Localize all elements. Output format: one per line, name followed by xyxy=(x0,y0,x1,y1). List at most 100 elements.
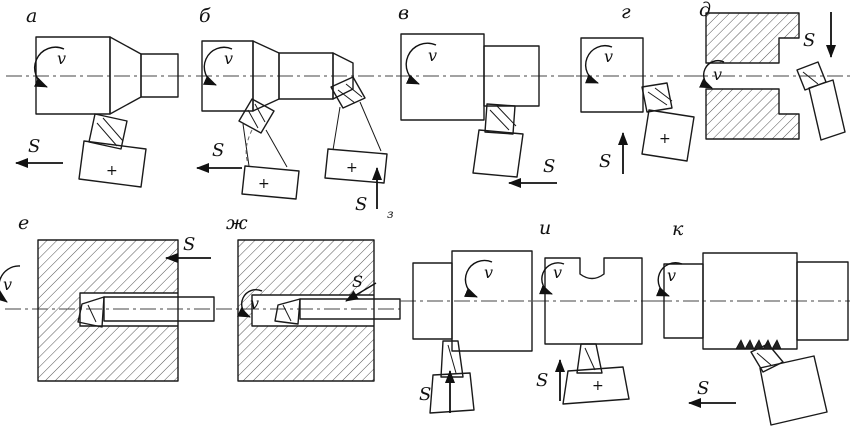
workpiece-body xyxy=(400,33,485,121)
tool-edge-lines xyxy=(647,87,673,106)
panel-zh: ж v S xyxy=(216,212,401,382)
tool: + xyxy=(562,343,630,405)
tool-blade xyxy=(440,340,464,378)
workpiece xyxy=(412,250,533,352)
tool-plus-mark: + xyxy=(258,176,270,192)
rotation-arrow xyxy=(237,288,263,318)
feed-label: S xyxy=(352,272,363,291)
bar-shank xyxy=(103,296,215,322)
panel-k-label: к xyxy=(672,218,684,240)
tool-right: + xyxy=(324,76,388,184)
velocity-label: v xyxy=(713,65,722,84)
feed-arrow xyxy=(345,282,377,302)
workpiece-shaft xyxy=(140,53,179,98)
tool-shank xyxy=(241,165,300,200)
tool-neck xyxy=(242,123,288,168)
tool: + xyxy=(641,82,695,162)
panel-e: е v S xyxy=(0,212,215,382)
tool-head xyxy=(238,98,275,134)
rotation-arrow xyxy=(464,259,493,298)
panel-a: а v + S xyxy=(6,5,192,188)
panel-v-label: в xyxy=(398,2,409,24)
tool-plus-mark: + xyxy=(106,163,118,179)
tool-blade xyxy=(576,343,603,374)
panel-zh-label: ж xyxy=(226,212,248,234)
feed-label: S xyxy=(543,156,555,177)
workpiece xyxy=(201,40,354,112)
tool-shank xyxy=(641,109,695,162)
feed-label: S xyxy=(212,140,224,161)
tool-head xyxy=(484,103,516,135)
velocity-label: v xyxy=(57,49,66,68)
workpiece-section xyxy=(237,239,375,382)
feed-label: S xyxy=(536,370,548,391)
panel-g: г v + S xyxy=(576,1,695,174)
rotation-arrow xyxy=(656,262,683,297)
rotation-arrow xyxy=(539,262,565,295)
workpiece-end xyxy=(796,261,849,341)
panel-g-label: г xyxy=(621,1,631,23)
tool xyxy=(750,343,828,426)
workpiece-body xyxy=(580,37,644,113)
tool-edge-lines xyxy=(337,83,363,104)
rotation-arrow xyxy=(699,59,725,89)
tool-shank xyxy=(562,366,630,405)
velocity-label: v xyxy=(553,263,562,282)
boring-bar xyxy=(274,298,401,325)
tool-head xyxy=(274,298,301,325)
tool-edge-lines xyxy=(756,352,772,366)
rotation-arrow xyxy=(585,44,613,84)
panel-e-label: е xyxy=(18,212,29,234)
feed-label: S xyxy=(183,234,195,255)
tool-edge-lines xyxy=(96,117,124,147)
tool-head xyxy=(750,343,784,373)
tool-plus-mark: + xyxy=(659,131,671,147)
panel-k: к v S xyxy=(656,218,850,426)
feed-label: S xyxy=(28,136,40,157)
bore-wall-lower xyxy=(705,88,800,140)
tool-neck xyxy=(332,101,382,152)
tool-shank xyxy=(324,148,388,184)
feed-label: S xyxy=(803,30,815,51)
tool-head xyxy=(330,76,366,109)
tool-plus-mark: + xyxy=(592,378,604,394)
thread-profile xyxy=(735,339,782,350)
tool-shank xyxy=(78,140,147,188)
corner-note-z: з xyxy=(387,207,394,221)
velocity-label: v xyxy=(604,47,613,66)
rotation-arrow xyxy=(0,265,21,303)
tool-shank xyxy=(472,129,524,178)
tool-shank xyxy=(759,355,828,426)
panel-i: и v + S xyxy=(533,217,660,405)
tool-edge-lines xyxy=(489,105,517,131)
velocity-label: v xyxy=(667,266,676,285)
tool-head xyxy=(641,82,673,113)
feed-label: S xyxy=(599,151,611,172)
rotation-arrow xyxy=(34,46,65,88)
feed-label: S xyxy=(419,384,431,405)
tool-edge-lines xyxy=(584,347,596,371)
bore-wall-upper xyxy=(705,12,800,64)
velocity-label: v xyxy=(484,263,493,282)
velocity-label: v xyxy=(224,49,233,68)
tool xyxy=(429,340,475,414)
tool xyxy=(472,103,524,178)
tool-edge-lines xyxy=(282,304,292,322)
tool-edge-lines xyxy=(802,71,819,85)
tool-left: + xyxy=(238,98,300,200)
tool-edge-lines xyxy=(447,344,457,374)
tool: + xyxy=(78,113,147,188)
tool-plus-mark: + xyxy=(346,160,358,176)
tool-shank xyxy=(429,372,475,414)
feed-label: S xyxy=(697,378,709,399)
rotation-arrow xyxy=(405,42,437,85)
panel-i-label: и xyxy=(539,217,551,239)
velocity-label: v xyxy=(3,275,12,294)
workpiece-section xyxy=(37,239,179,382)
rotation-arrow xyxy=(203,46,233,86)
feed-label-2: S xyxy=(355,194,367,215)
tool-edge-lines xyxy=(247,103,266,129)
workpiece xyxy=(400,33,540,121)
